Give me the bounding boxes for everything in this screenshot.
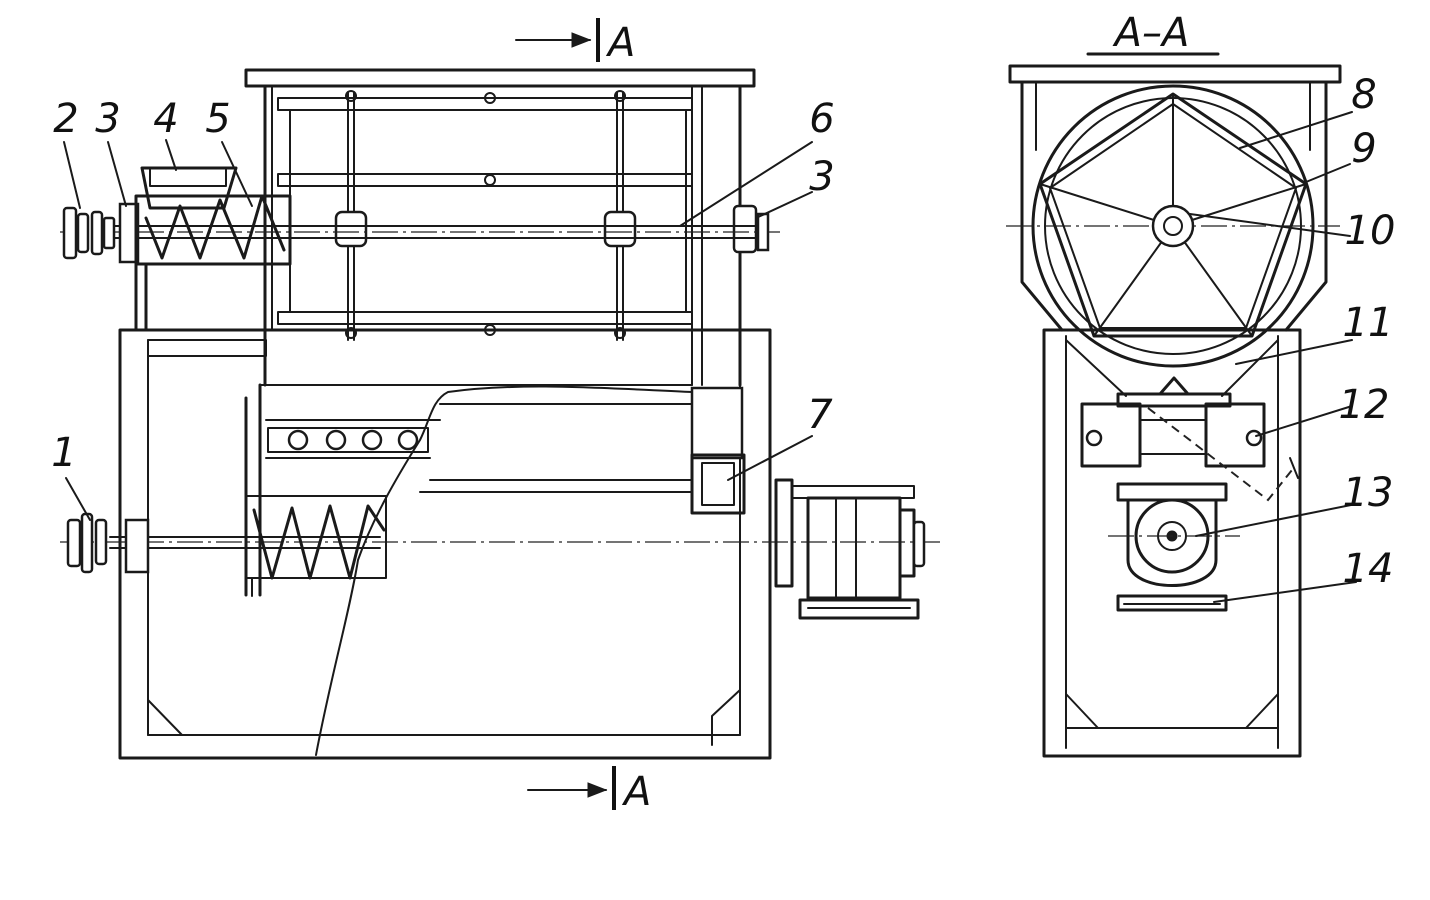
section-letter-top: A	[605, 20, 635, 66]
callout-3-right: 3	[809, 154, 834, 200]
upper-shaft	[60, 202, 780, 264]
callout-13: 13	[1343, 470, 1394, 516]
callout-4: 4	[153, 96, 178, 142]
callout-6: 6	[809, 96, 834, 142]
callout-9: 9	[1351, 126, 1376, 172]
section-mark-bottom: A	[527, 766, 651, 815]
callout-3-left: 3	[95, 96, 120, 142]
section-view-title: A–A	[1112, 10, 1190, 56]
callout-1: 1	[51, 430, 76, 476]
section-view-a-a: A–A	[1006, 10, 1396, 758]
upper-hopper	[244, 68, 758, 387]
callout-8: 8	[1351, 72, 1376, 118]
callout-5: 5	[205, 96, 230, 142]
callout-7: 7	[807, 392, 833, 438]
section-mark-top: A	[515, 18, 635, 66]
callout-10: 10	[1345, 208, 1396, 254]
front-view: A A	[51, 18, 940, 815]
trough-body	[118, 328, 772, 760]
feed-hopper	[134, 166, 292, 332]
front-leaders	[63, 139, 813, 521]
section-letter-bottom: A	[621, 769, 651, 815]
gear-motor	[774, 478, 926, 620]
callout-14: 14	[1343, 546, 1394, 592]
callout-12: 12	[1339, 382, 1390, 428]
callout-2: 2	[53, 96, 78, 142]
callout-11: 11	[1343, 300, 1394, 346]
